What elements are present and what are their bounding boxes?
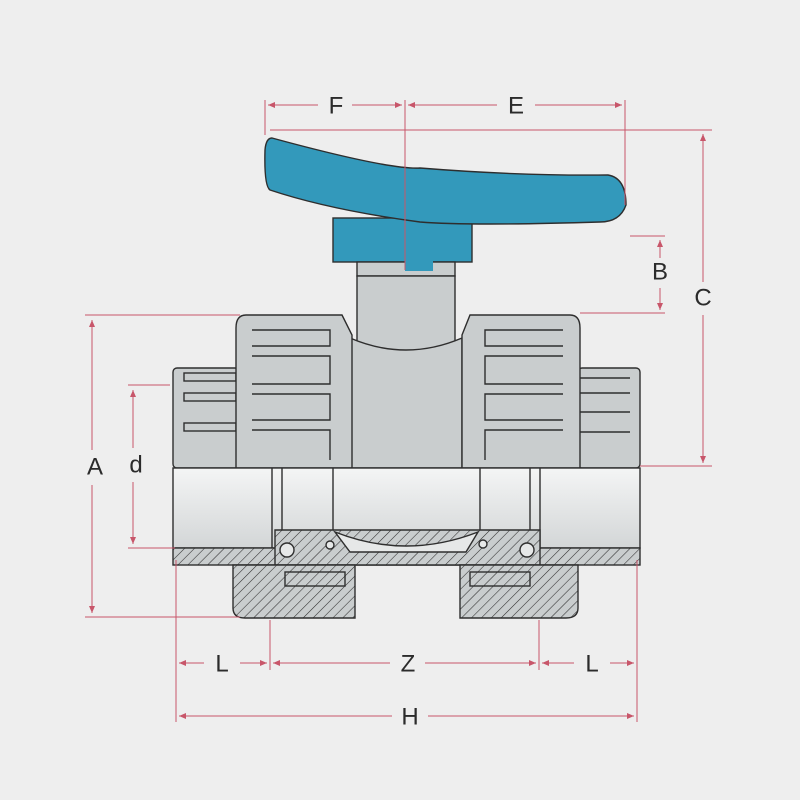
label-E: E	[508, 93, 524, 120]
label-L-left: L	[215, 651, 228, 678]
cross-section	[172, 529, 641, 619]
label-A: A	[87, 454, 103, 481]
label-L-right: L	[585, 651, 598, 678]
label-F: F	[329, 93, 344, 120]
valve-body	[349, 336, 463, 469]
dimension-labels: F E B C A d L Z L H	[87, 93, 712, 731]
handle	[264, 137, 627, 277]
stem	[356, 275, 456, 357]
label-H: H	[401, 704, 418, 731]
dimension-lines	[85, 100, 712, 722]
union-nuts	[235, 314, 581, 469]
label-d: d	[129, 452, 142, 479]
label-Z: Z	[401, 651, 416, 678]
label-C: C	[694, 285, 711, 312]
label-B: B	[652, 259, 668, 286]
